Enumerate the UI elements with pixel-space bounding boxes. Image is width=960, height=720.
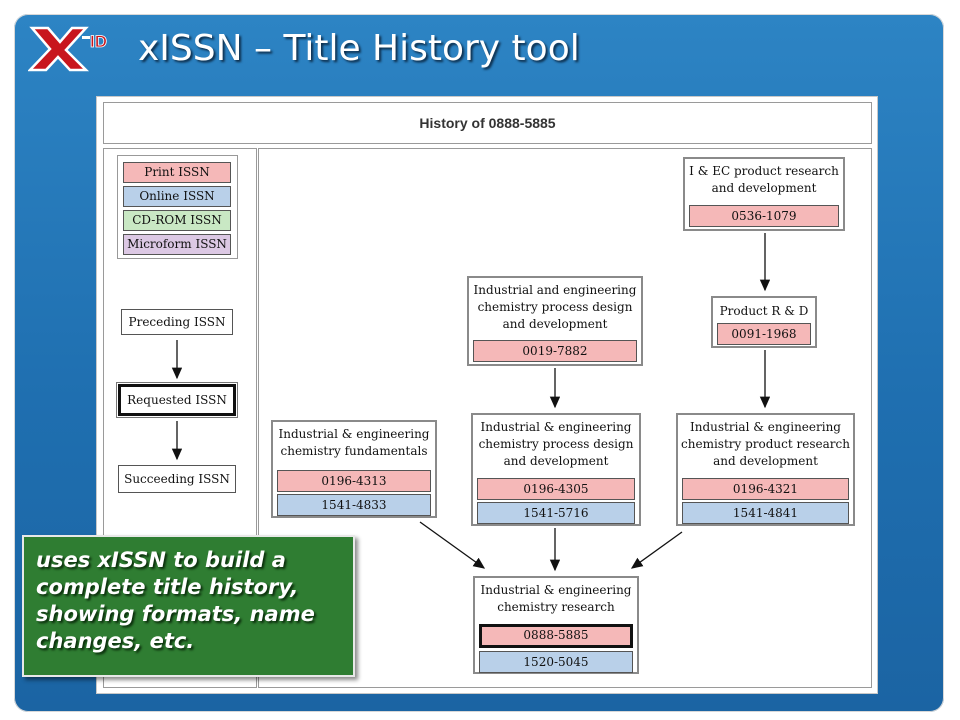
node-iec-process-design-old[interactable]: Industrial and engineering chemistry pro… — [467, 276, 643, 366]
node-title: Industrial & engineering chemistry resea… — [480, 583, 632, 614]
node-iec-product-research[interactable]: I & EC product research and development … — [683, 157, 845, 231]
node-iec-research[interactable]: Industrial & engineering chemistry resea… — [473, 576, 639, 674]
print-issn[interactable]: 0196-4321 — [682, 478, 849, 500]
description-callout: uses xISSN to build a complete title his… — [22, 535, 355, 677]
online-issn[interactable]: 1520-5045 — [479, 651, 633, 673]
xid-logo: ID — [28, 26, 107, 72]
page-title: xISSN – Title History tool — [138, 28, 580, 69]
graph-area — [258, 148, 872, 688]
legend-cdrom-issn: CD-ROM ISSN — [123, 210, 231, 231]
requested-print-issn[interactable]: 0888-5885 — [479, 624, 633, 648]
node-iec-product-research-development[interactable]: Industrial & engineering chemistry produ… — [676, 413, 855, 526]
node-title: Industrial & engineering chemistry produ… — [681, 420, 850, 468]
print-issn[interactable]: 0019-7882 — [473, 340, 637, 362]
legend-print-issn: Print ISSN — [123, 162, 231, 183]
legend-column — [103, 148, 257, 688]
node-title: Industrial & engineering chemistry proce… — [478, 420, 634, 468]
print-issn[interactable]: 0536-1079 — [689, 205, 839, 227]
node-iec-fundamentals[interactable]: Industrial & engineering chemistry funda… — [271, 420, 437, 518]
key-preceding-issn: Preceding ISSN — [121, 309, 233, 335]
callout-text: uses xISSN to build a complete title his… — [36, 548, 315, 653]
print-issn[interactable]: 0196-4305 — [477, 478, 635, 500]
history-header: History of 0888-5885 — [103, 102, 872, 144]
print-issn[interactable]: 0091-1968 — [717, 323, 811, 345]
online-issn[interactable]: 1541-5716 — [477, 502, 635, 524]
node-iec-process-design[interactable]: Industrial & engineering chemistry proce… — [471, 413, 641, 526]
online-issn[interactable]: 1541-4841 — [682, 502, 849, 524]
format-legend: Print ISSN Online ISSN CD-ROM ISSN Micro… — [117, 155, 238, 259]
print-issn[interactable]: 0196-4313 — [277, 470, 431, 492]
svg-text:ID: ID — [90, 32, 107, 51]
node-title: Industrial & engineering chemistry funda… — [278, 427, 430, 458]
key-requested-issn: Requested ISSN — [116, 382, 238, 418]
node-title: Product R & D — [719, 304, 809, 318]
node-product-rd[interactable]: Product R & D 0091-1968 — [711, 296, 817, 348]
key-succeeding-issn: Succeeding ISSN — [118, 465, 236, 493]
online-issn[interactable]: 1541-4833 — [277, 494, 431, 516]
node-title: I & EC product research and development — [689, 164, 839, 195]
node-title: Industrial and engineering chemistry pro… — [473, 283, 637, 331]
legend-online-issn: Online ISSN — [123, 186, 231, 207]
legend-microform-issn: Microform ISSN — [123, 234, 231, 255]
